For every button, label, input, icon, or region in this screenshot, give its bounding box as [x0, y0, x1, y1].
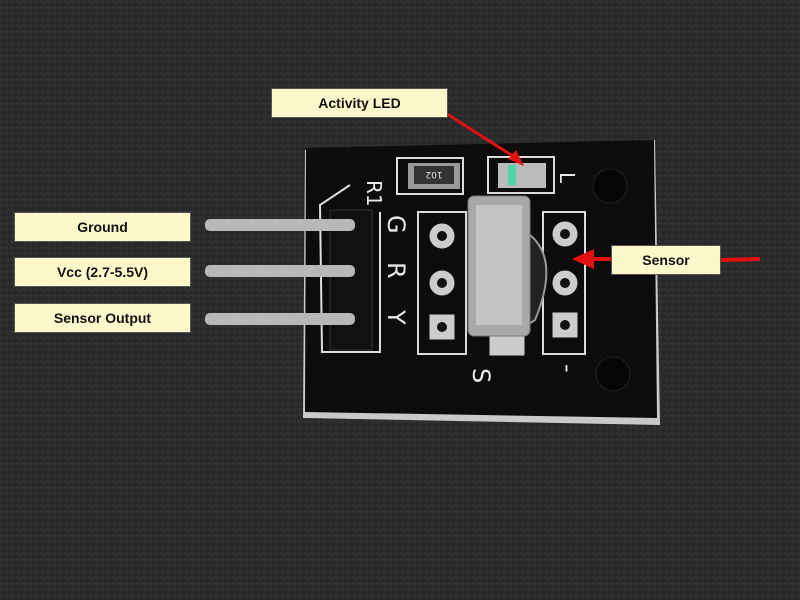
activity-led-arrow: [446, 112, 517, 160]
pin-signal: [205, 313, 355, 325]
label-sensor-output: Sensor Output: [14, 303, 191, 333]
resistor-code: 102: [425, 169, 442, 179]
label-sensor: Sensor: [611, 245, 721, 275]
pcb-board: 102 R1 L G R Y S -: [205, 140, 660, 425]
silk-minus: -: [554, 364, 582, 373]
pin-ground: [205, 219, 355, 231]
silk-y: Y: [382, 309, 410, 325]
sensor-arrow-tail: [719, 257, 761, 262]
label-ground: Ground: [14, 212, 191, 242]
label-vcc: Vcc (2.7-5.5V): [14, 257, 191, 287]
silk-r: R: [382, 262, 410, 279]
silk-l: L: [555, 172, 579, 184]
silk-s: S: [467, 368, 495, 383]
label-activity-led: Activity LED: [271, 88, 448, 118]
silk-g: G: [382, 215, 410, 234]
pin-header: [329, 209, 373, 351]
mounting-hole: [592, 168, 628, 204]
silk-r1: R1: [362, 180, 386, 207]
annotation-arrows: [446, 112, 761, 269]
mounting-hole: [595, 356, 631, 392]
activity-led: [498, 163, 546, 188]
pin-vcc: [205, 265, 355, 277]
